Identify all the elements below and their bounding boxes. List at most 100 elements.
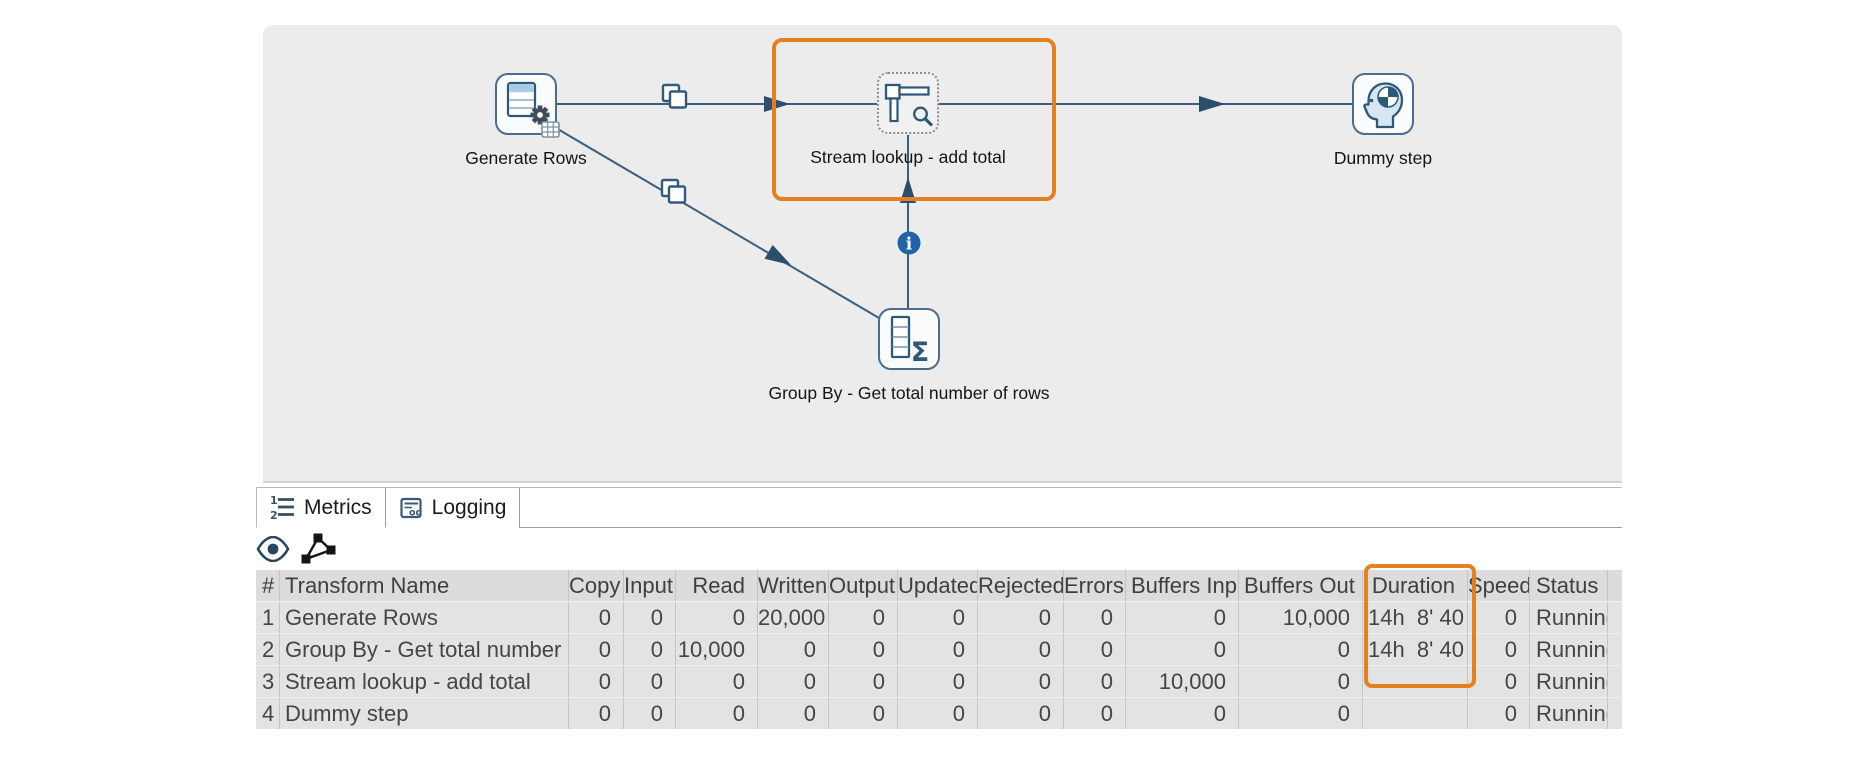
svg-text:Σ: Σ xyxy=(911,337,929,368)
cell-updated: 0 xyxy=(898,634,978,665)
tab-metrics-label: Metrics xyxy=(304,495,372,519)
node-stream-lookup[interactable]: Stream lookup - add total xyxy=(810,72,1006,167)
cell-output: 0 xyxy=(829,698,898,729)
table-row-stream-lookup[interactable]: 3 Stream lookup - add total 0 0 0 0 0 0 … xyxy=(256,665,1622,697)
cell-buffers-output: 0 xyxy=(1239,634,1363,665)
cell-status: Running xyxy=(1530,666,1608,697)
node-label-generate-rows: Generate Rows xyxy=(465,148,587,168)
cell-status: Running xyxy=(1530,634,1608,665)
cell-updated: 0 xyxy=(898,698,978,729)
cell-num: 4 xyxy=(256,698,280,729)
col-filler xyxy=(1608,570,1622,601)
cell-rejected: 0 xyxy=(978,634,1064,665)
cell-errors: 0 xyxy=(1064,666,1126,697)
metrics-toolbar xyxy=(256,530,337,568)
cell-speed: 0 xyxy=(1468,602,1530,633)
tab-metrics[interactable]: 1 2 Metrics xyxy=(256,488,386,528)
cell-buffers-input: 10,000 xyxy=(1126,666,1239,697)
cell-written: 0 xyxy=(758,698,829,729)
group-by-icon: Σ xyxy=(878,308,940,370)
cell-buffers-input: 0 xyxy=(1126,698,1239,729)
cell-num: 2 xyxy=(256,634,280,665)
cell-errors: 0 xyxy=(1064,634,1126,665)
cell-rejected: 0 xyxy=(978,602,1064,633)
cell-written: 0 xyxy=(758,666,829,697)
svg-text:i: i xyxy=(906,235,913,255)
hop-arrow-icon xyxy=(764,96,1225,265)
col-read: Read xyxy=(676,570,758,601)
col-output: Output xyxy=(829,570,898,601)
node-label-stream-lookup: Stream lookup - add total xyxy=(810,147,1006,167)
magnifier-icon xyxy=(913,106,933,127)
stream-lookup-icon xyxy=(877,72,939,134)
cell-updated: 0 xyxy=(898,602,978,633)
cell-speed: 0 xyxy=(1468,634,1530,665)
cell-duration xyxy=(1363,666,1468,697)
cell-updated: 0 xyxy=(898,666,978,697)
cell-read: 10,000 xyxy=(676,634,758,665)
cell-copy: 0 xyxy=(569,666,624,697)
cell-output: 0 xyxy=(829,666,898,697)
hop-connections: i xyxy=(555,83,1352,319)
col-buffers-input: Buffers Inp xyxy=(1126,570,1239,601)
pipeline-canvas[interactable]: i xyxy=(263,25,1622,483)
cell-buffers-output: 10,000 xyxy=(1239,602,1363,633)
col-speed: Speed xyxy=(1468,570,1530,601)
cell-rejected: 0 xyxy=(978,698,1064,729)
svg-text:2: 2 xyxy=(270,509,278,520)
col-buffers-output: Buffers Out xyxy=(1239,570,1363,601)
cell-transform-name: Generate Rows xyxy=(280,602,569,633)
cell-transform-name: Stream lookup - add total xyxy=(280,666,569,697)
cell-transform-name: Dummy step xyxy=(280,698,569,729)
gear-icon xyxy=(530,105,550,125)
col-status: Status xyxy=(1530,570,1608,601)
node-generate-rows[interactable]: Generate Rows xyxy=(465,73,587,168)
cell-input: 0 xyxy=(624,634,676,665)
cell-buffers-output: 0 xyxy=(1239,666,1363,697)
node-dummy-step[interactable]: Dummy step xyxy=(1334,73,1432,168)
col-num: # xyxy=(256,570,280,601)
tab-logging-label: Logging xyxy=(431,496,507,519)
cell-output: 0 xyxy=(829,602,898,633)
table-row-generate-rows[interactable]: 1 Generate Rows 0 0 0 20,000 0 0 0 0 0 1… xyxy=(256,601,1622,633)
cell-written: 20,000 xyxy=(758,602,829,633)
cell-num: 3 xyxy=(256,666,280,697)
cell-duration xyxy=(1363,698,1468,729)
dummy-step-icon xyxy=(1352,73,1414,135)
col-updated: Updated xyxy=(898,570,978,601)
cell-copy: 0 xyxy=(569,602,624,633)
cell-errors: 0 xyxy=(1064,698,1126,729)
cell-status: Running xyxy=(1530,698,1608,729)
results-tabstrip: 1 2 Metrics og Logging xyxy=(256,487,1622,528)
cell-buffers-input: 0 xyxy=(1126,602,1239,633)
col-rejected: Rejected xyxy=(978,570,1064,601)
metrics-table-header: # Transform Name Copy Input Read Written… xyxy=(256,570,1622,601)
svg-text:1: 1 xyxy=(270,495,278,507)
graph-icon[interactable] xyxy=(301,533,337,565)
table-row-dummy-step[interactable]: 4 Dummy step 0 0 0 0 0 0 0 0 0 0 0 Runni… xyxy=(256,697,1622,729)
copy-rows-icon xyxy=(660,83,688,204)
eye-icon[interactable] xyxy=(256,536,290,562)
cell-read: 0 xyxy=(676,666,758,697)
col-input: Input xyxy=(624,570,676,601)
node-label-group-by: Group By - Get total number of rows xyxy=(768,383,1050,403)
node-group-by[interactable]: Σ Group By - Get total number of rows xyxy=(768,308,1050,403)
grid-icon xyxy=(541,121,560,138)
cell-input: 0 xyxy=(624,602,676,633)
cell-copy: 0 xyxy=(569,698,624,729)
cell-input: 0 xyxy=(624,698,676,729)
tab-logging[interactable]: og Logging xyxy=(385,488,521,528)
cell-errors: 0 xyxy=(1064,602,1126,633)
cell-duration: 14h 8' 40 xyxy=(1363,634,1468,665)
cell-input: 0 xyxy=(624,666,676,697)
info-icon[interactable]: i xyxy=(897,231,921,255)
cell-status: Running xyxy=(1530,602,1608,633)
cell-speed: 0 xyxy=(1468,698,1530,729)
cell-read: 0 xyxy=(676,698,758,729)
cell-duration: 14h 8' 40 xyxy=(1363,602,1468,633)
cell-buffers-input: 0 xyxy=(1126,634,1239,665)
cell-output: 0 xyxy=(829,634,898,665)
table-row-group-by[interactable]: 2 Group By - Get total number of rows 0 … xyxy=(256,633,1622,665)
col-transform-name: Transform Name xyxy=(280,570,569,601)
